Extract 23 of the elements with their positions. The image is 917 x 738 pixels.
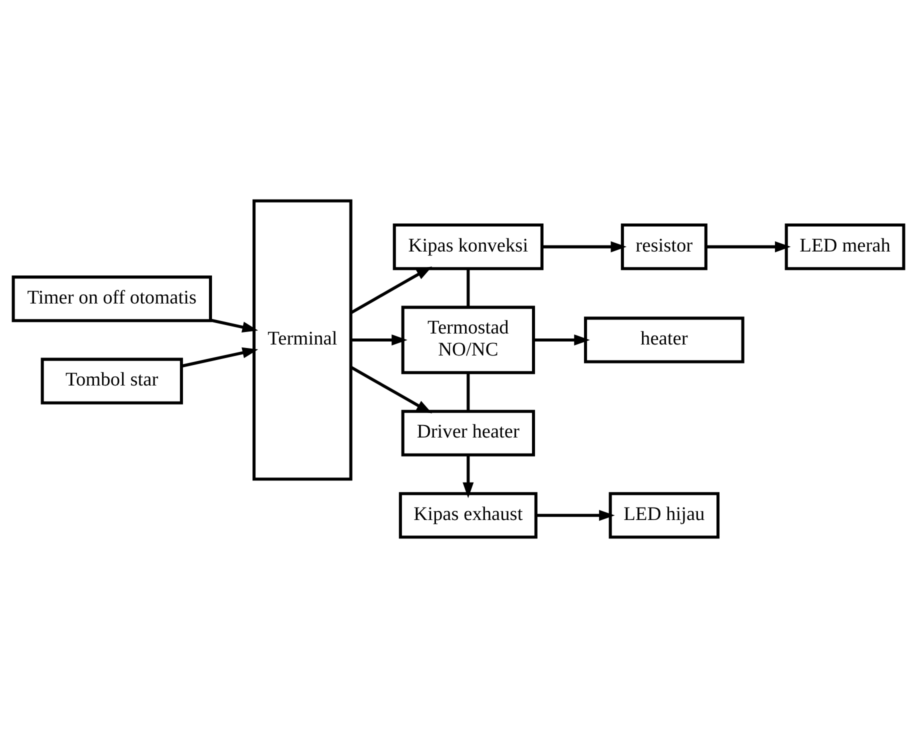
node-box: Timer on off otomatis (12, 276, 212, 322)
node-box: Terminal (252, 199, 352, 481)
node-box: LED hijau (608, 492, 720, 539)
arrow (536, 510, 615, 521)
arrow (534, 334, 590, 346)
arrow (181, 347, 258, 368)
node-box: heater (584, 316, 744, 364)
arrow (350, 266, 432, 314)
arrow (462, 455, 474, 498)
node-box: Termostad NO/NC (401, 306, 536, 374)
node-box: Tombol star (40, 358, 183, 404)
node-box: Kipas konveksi (392, 224, 544, 270)
connector (466, 372, 470, 412)
arrow (350, 334, 408, 346)
arrow (350, 366, 432, 414)
arrow (706, 241, 791, 252)
node-box: LED merah (784, 224, 906, 270)
node-box: resistor (620, 224, 708, 270)
connector (466, 268, 470, 308)
arrow (542, 241, 627, 252)
arrow (210, 318, 258, 333)
node-box: Driver heater (401, 410, 536, 456)
node-box: Kipas exhaust (398, 492, 538, 539)
